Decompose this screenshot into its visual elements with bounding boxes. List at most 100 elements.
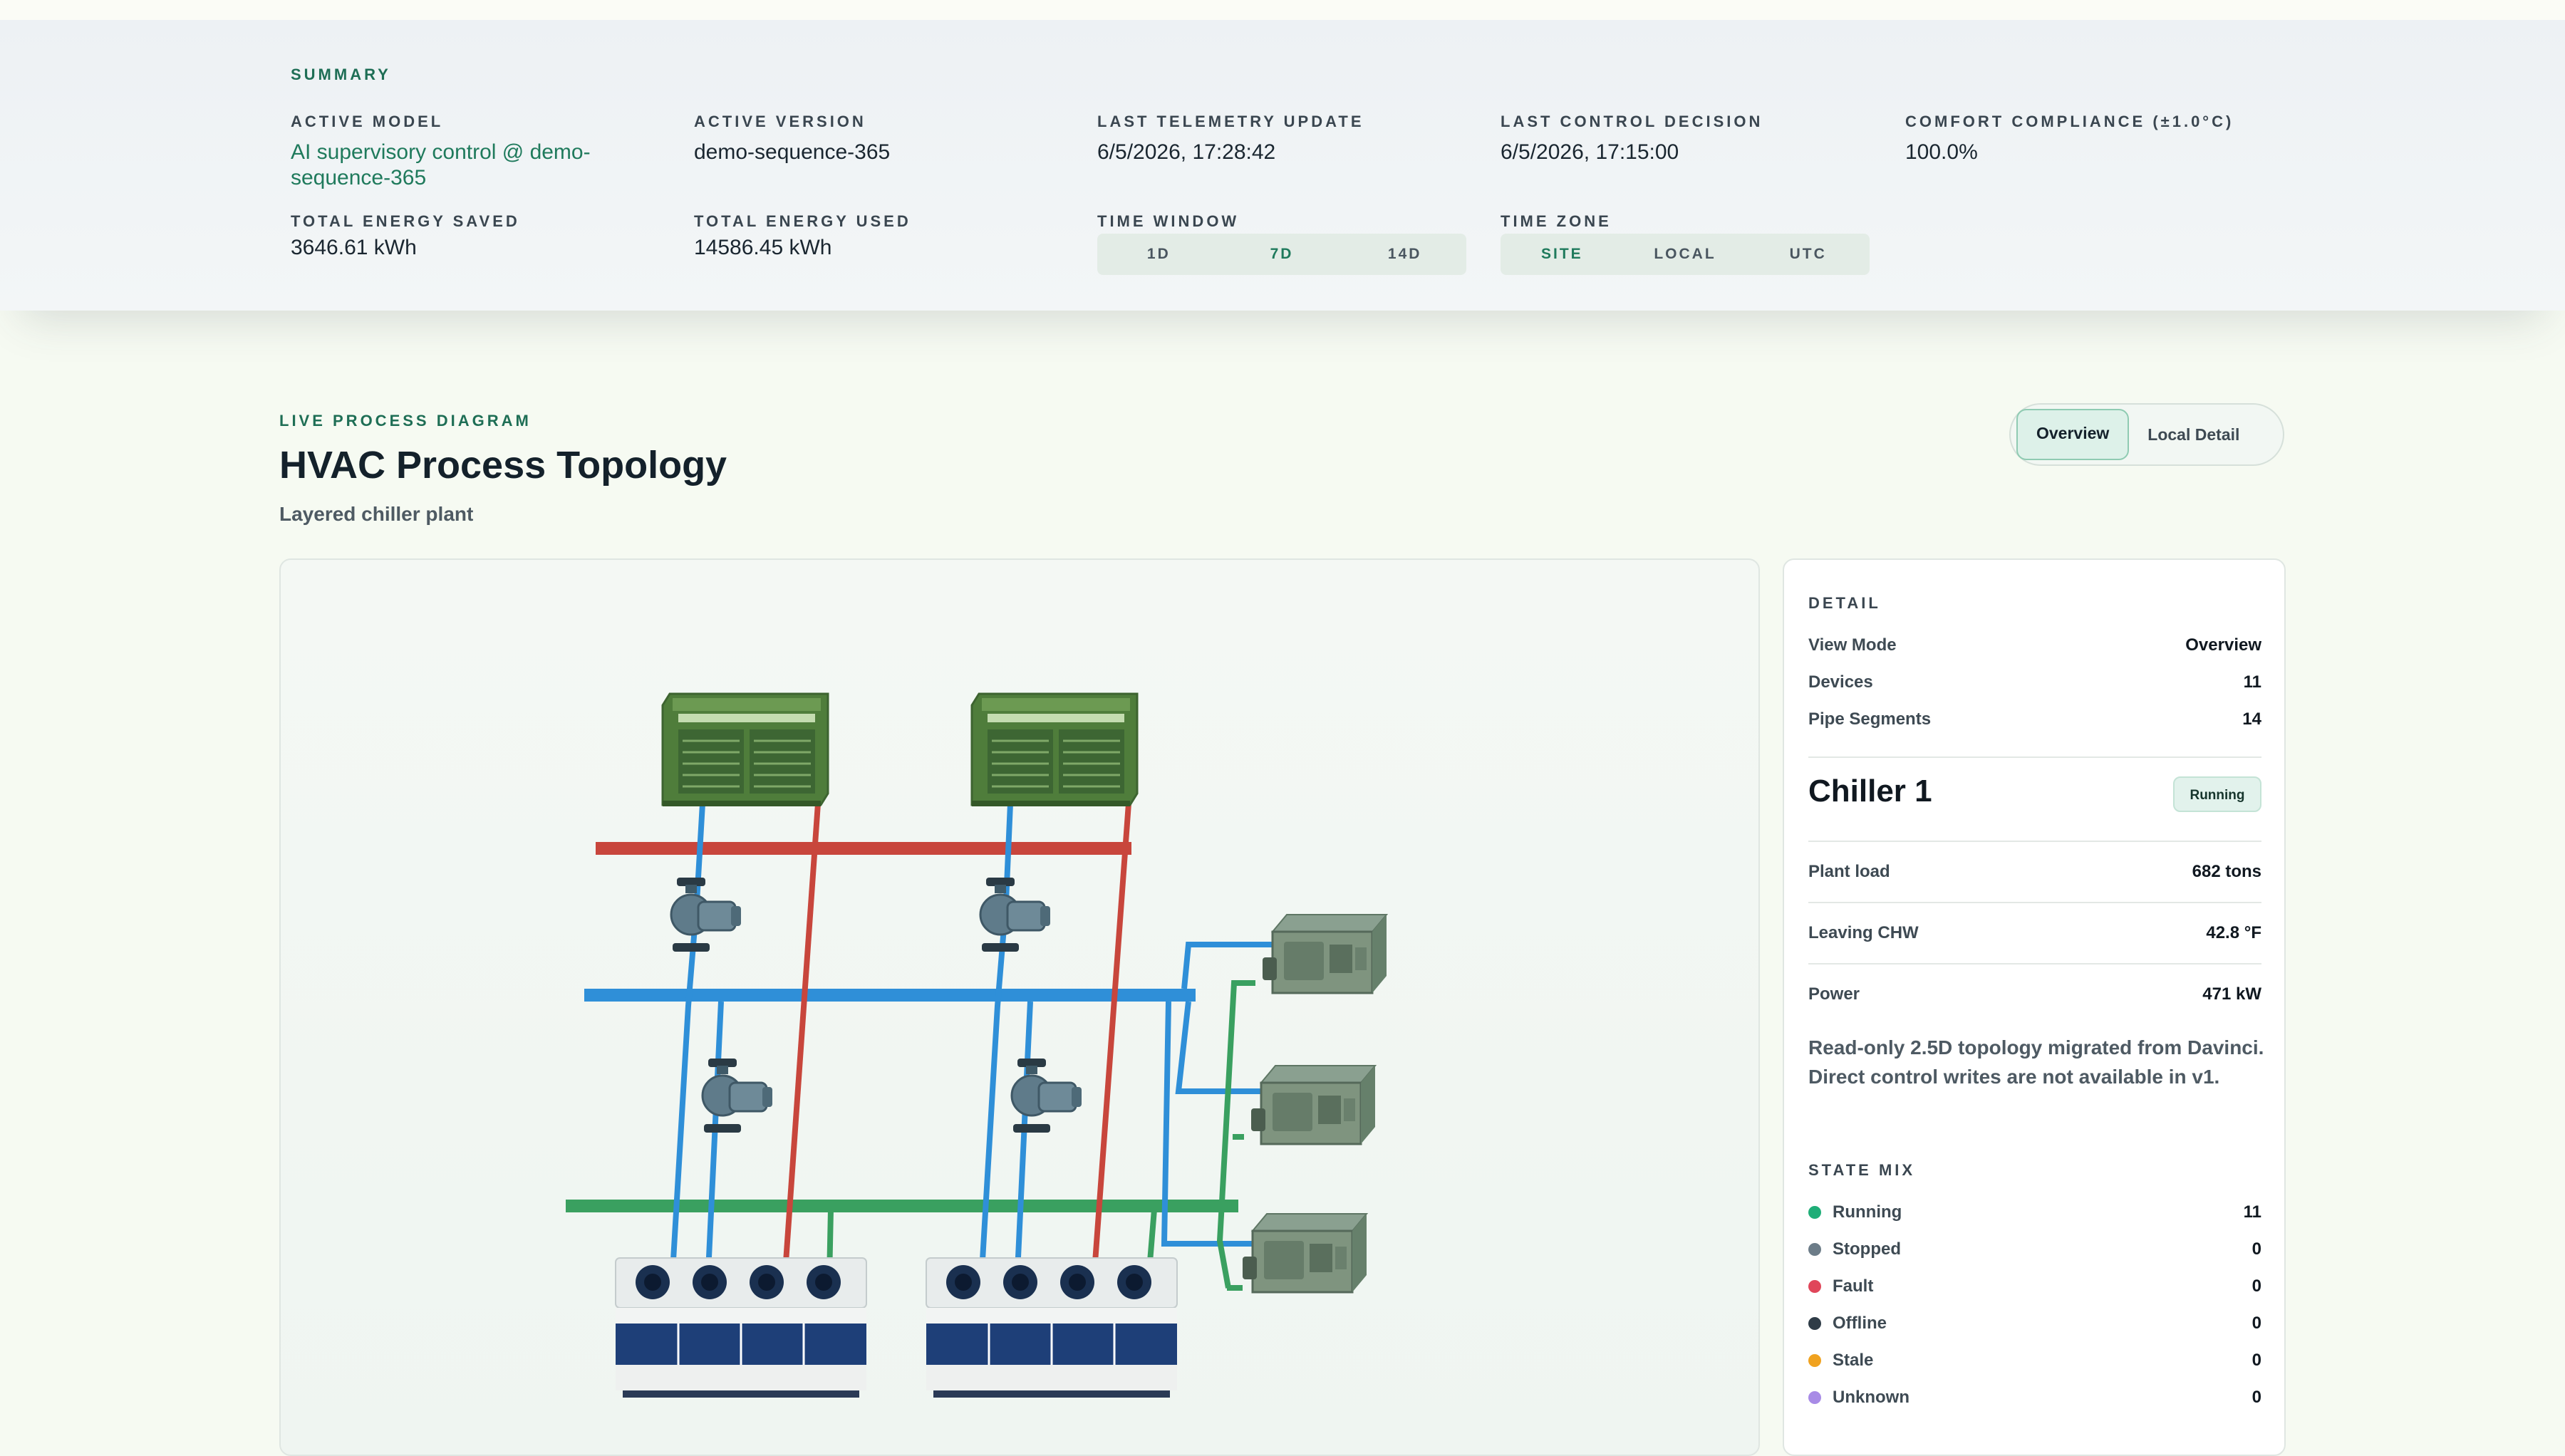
chiller-2[interactable] (970, 692, 1139, 808)
primary-pump-2[interactable] (979, 876, 1052, 953)
metric-leaving-chw: Leaving CHW 42.8 °F (1808, 923, 2261, 943)
last-telemetry-value: 6/5/2026, 17:28:42 (1097, 140, 1276, 164)
detail-row-pipe-segments: Pipe Segments 14 (1808, 709, 2261, 729)
metric-plant-load: Plant load 682 tons (1808, 862, 2261, 882)
active-version-label: ACTIVE VERSION (694, 113, 866, 130)
status-dot (1808, 1391, 1821, 1404)
detail-row-label: View Mode (1808, 635, 1897, 655)
status-dot (1808, 1280, 1821, 1293)
state-mix-unknown: Unknown 0 (1808, 1388, 2261, 1408)
energy-saved-value: 3646.61 kWh (291, 236, 417, 259)
state-count: 0 (2252, 1388, 2261, 1407)
metric-label: Plant load (1808, 862, 1890, 881)
metric-label: Leaving CHW (1808, 923, 1919, 942)
state-label: Fault (1833, 1276, 1874, 1296)
time-window-field: TIME WINDOW (1097, 212, 1239, 231)
time-zone-label: TIME ZONE (1501, 212, 1612, 230)
cooling-tower-3[interactable] (1241, 1212, 1368, 1294)
last-control-value: 6/5/2026, 17:15:00 (1501, 140, 1679, 164)
metric-value: 42.8 °F (2206, 923, 2261, 942)
time-window-14d[interactable]: 14D (1387, 246, 1422, 262)
topology-svg (566, 692, 1388, 1399)
energy-saved-label: TOTAL ENERGY SAVED (291, 212, 520, 230)
detail-row-label: Pipe Segments (1808, 709, 1932, 729)
active-version-value: demo-sequence-365 (694, 140, 891, 164)
detail-row-value: Overview (2185, 635, 2261, 655)
cooling-tower-2[interactable] (1250, 1064, 1377, 1145)
state-mix-stale: Stale 0 (1808, 1351, 2261, 1371)
detail-row-value: 14 (2242, 709, 2261, 729)
metric-value: 471 kW (2202, 984, 2261, 1004)
state-mix-offline: Offline 0 (1808, 1314, 2261, 1333)
state-label: Offline (1833, 1314, 1887, 1333)
primary-pump-1[interactable] (670, 876, 742, 953)
detail-eyebrow: DETAIL (1808, 594, 1881, 612)
time-zone-selector: SITE LOCAL UTC (1501, 234, 1870, 275)
state-mix-stopped: Stopped 0 (1808, 1239, 2261, 1259)
process-diagram (279, 558, 1760, 1456)
time-zone-site[interactable]: SITE (1540, 246, 1583, 262)
status-dot (1808, 1206, 1821, 1219)
condenser-unit-1[interactable] (614, 1257, 868, 1399)
cooling-tower-1[interactable] (1261, 913, 1388, 994)
state-mix-fault: Fault 0 (1808, 1276, 2261, 1296)
time-zone-local[interactable]: LOCAL (1654, 246, 1716, 262)
page-subtitle: Layered chiller plant (279, 503, 474, 525)
state-mix-running: Running 11 (1808, 1202, 2261, 1222)
active-model-label: ACTIVE MODEL (291, 113, 444, 130)
state-label: Stopped (1833, 1239, 1901, 1259)
last-telemetry-field: LAST TELEMETRY UPDATE 6/5/2026, 17:28:42 (1097, 113, 1364, 165)
detail-row-devices: Devices 11 (1808, 672, 2261, 692)
return-header (596, 842, 1131, 855)
section-eyebrow: LIVE PROCESS DIAGRAM (279, 412, 532, 430)
divider (1808, 756, 2261, 758)
energy-used-value: 14586.45 kWh (694, 236, 832, 259)
state-count: 0 (2252, 1351, 2261, 1370)
page-title: HVAC Process Topology (279, 444, 727, 487)
time-zone-field: TIME ZONE (1501, 212, 1612, 231)
selected-device-name: Chiller 1 (1808, 774, 1932, 808)
divider (1808, 841, 2261, 842)
status-dot (1808, 1354, 1821, 1367)
energy-saved-field: TOTAL ENERGY SAVED 3646.61 kWh (291, 212, 520, 261)
detail-row-view-mode: View Mode Overview (1808, 635, 2261, 655)
active-model-link[interactable]: AI supervisory control @ demo-sequence-3… (291, 140, 591, 189)
detail-row-label: Devices (1808, 672, 1873, 692)
comfort-value: 100.0% (1905, 140, 1978, 164)
active-model-field: ACTIVE MODEL AI supervisory control @ de… (291, 113, 618, 191)
overview-tab[interactable]: Overview (2016, 409, 2130, 460)
detail-panel: DETAIL View Mode Overview Devices 11 Pip… (1783, 558, 2286, 1456)
state-label: Running (1833, 1202, 1902, 1222)
energy-used-label: TOTAL ENERGY USED (694, 212, 911, 230)
time-window-label: TIME WINDOW (1097, 212, 1240, 230)
energy-used-field: TOTAL ENERGY USED 14586.45 kWh (694, 212, 911, 261)
state-count: 11 (2243, 1202, 2261, 1222)
divider (1808, 963, 2261, 964)
last-telemetry-label: LAST TELEMETRY UPDATE (1097, 113, 1364, 130)
status-dot (1808, 1243, 1821, 1256)
metric-value: 682 tons (2192, 862, 2261, 881)
time-zone-utc[interactable]: UTC (1789, 246, 1827, 262)
time-window-7d[interactable]: 7D (1270, 246, 1294, 262)
readonly-note: Read-only 2.5D topology migrated from Da… (1808, 1036, 2264, 1088)
view-toggle: Overview Local Detail (2009, 403, 2284, 466)
state-label: Stale (1833, 1351, 1874, 1370)
local-detail-tab[interactable]: Local Detail (2147, 425, 2240, 444)
active-version-field: ACTIVE VERSION demo-sequence-365 (694, 113, 890, 165)
chiller-1[interactable] (661, 692, 829, 808)
summary-card: SUMMARY ACTIVE MODEL AI supervisory cont… (0, 20, 2565, 311)
state-count: 0 (2252, 1276, 2261, 1296)
condenser-unit-2[interactable] (925, 1257, 1178, 1399)
time-window-selector: 1D 7D 14D (1097, 234, 1466, 275)
last-control-label: LAST CONTROL DECISION (1501, 113, 1763, 130)
state-count: 0 (2252, 1314, 2261, 1333)
chilled-water-header (584, 989, 1196, 1002)
summary-eyebrow: SUMMARY (291, 66, 391, 83)
status-badge: Running (2173, 776, 2261, 812)
top-strip (0, 0, 2565, 20)
state-mix-eyebrow: STATE MIX (1808, 1161, 1916, 1179)
divider (1808, 902, 2261, 903)
time-window-1d[interactable]: 1D (1146, 246, 1171, 262)
metric-power: Power 471 kW (1808, 984, 2261, 1004)
status-dot (1808, 1317, 1821, 1330)
